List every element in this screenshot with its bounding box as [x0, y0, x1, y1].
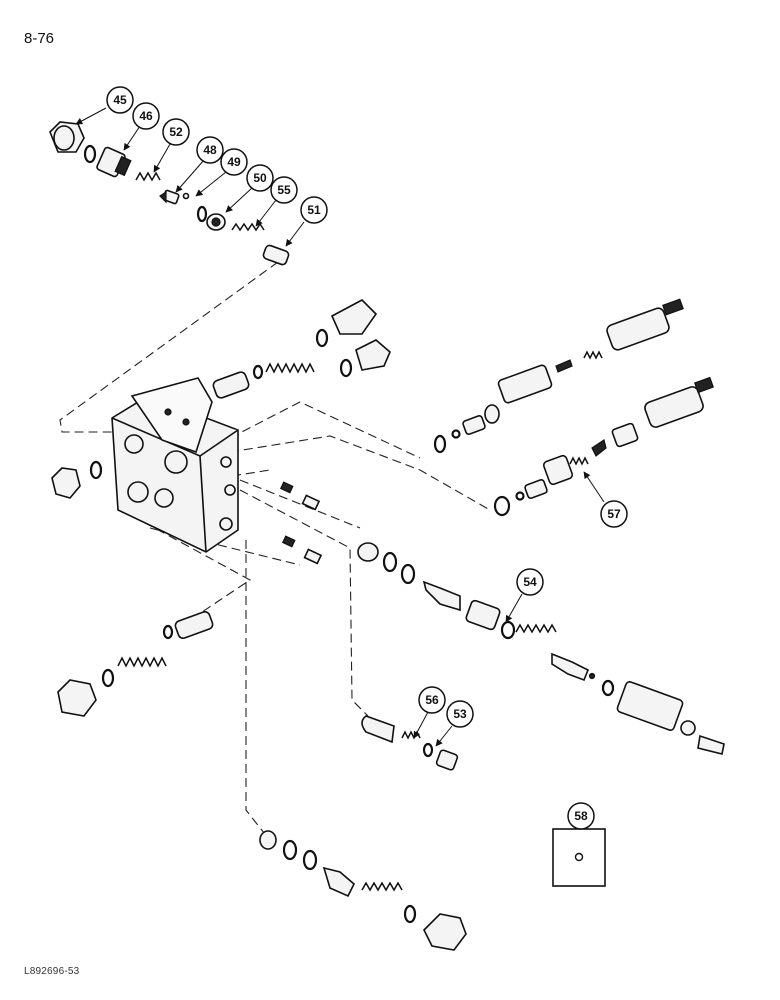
- lower-cartridge-parts: [493, 376, 714, 517]
- leader-arrows: [75, 107, 605, 747]
- svg-text:52: 52: [169, 125, 183, 139]
- svg-text:50: 50: [253, 171, 267, 185]
- svg-text:57: 57: [607, 507, 621, 521]
- callout-58: 58: [567, 802, 595, 830]
- kit-box-58: [552, 828, 606, 887]
- figure-code: L892696-53: [24, 966, 80, 977]
- callout-50: 50: [246, 164, 274, 192]
- page-number: 8-76: [24, 30, 55, 47]
- callout-54: 54: [516, 568, 544, 596]
- svg-text:46: 46: [139, 109, 153, 123]
- callout-46: 46: [132, 102, 160, 130]
- assembly-dashed-lines: [59, 261, 491, 839]
- svg-text:58: 58: [574, 809, 588, 823]
- upper-spool-parts: [212, 299, 391, 399]
- seat-50: [206, 213, 226, 231]
- ball-49: [182, 192, 190, 200]
- upper-cartridge-parts: [433, 298, 684, 454]
- spring-52: [135, 171, 161, 182]
- callout-45: 45: [106, 86, 134, 114]
- svg-text:53: 53: [453, 707, 467, 721]
- cap-nut-45: [49, 121, 85, 153]
- svg-text:48: 48: [203, 143, 217, 157]
- spring-55: [231, 222, 265, 232]
- left-lower-spool-parts: [57, 610, 214, 717]
- fitting-46: [96, 146, 132, 178]
- callout-51: 51: [300, 196, 328, 224]
- small-plugs: [279, 481, 323, 565]
- valve-body: [111, 377, 239, 553]
- lower-check-parts: [361, 715, 459, 771]
- svg-text:51: 51: [307, 203, 321, 217]
- callout-56: 56: [418, 686, 446, 714]
- svg-text:55: 55: [277, 183, 291, 197]
- svg-text:45: 45: [113, 93, 127, 107]
- callout-49: 49: [220, 148, 248, 176]
- callout-55: 55: [270, 176, 298, 204]
- bottom-spool-parts: [259, 830, 467, 951]
- plug-51: [262, 244, 290, 266]
- relief-valve-parts-group: [49, 121, 290, 266]
- callout-48: 48: [196, 136, 224, 164]
- side-plug: [51, 460, 103, 499]
- middle-spool-parts: [357, 542, 725, 755]
- o-ring: [83, 144, 97, 164]
- callout-53: 53: [446, 700, 474, 728]
- svg-text:54: 54: [523, 575, 537, 589]
- svg-text:49: 49: [227, 155, 241, 169]
- svg-text:56: 56: [425, 693, 439, 707]
- o-ring: [196, 205, 208, 223]
- callout-57: 57: [600, 500, 628, 528]
- callout-52: 52: [162, 118, 190, 146]
- poppet-48: [159, 189, 180, 205]
